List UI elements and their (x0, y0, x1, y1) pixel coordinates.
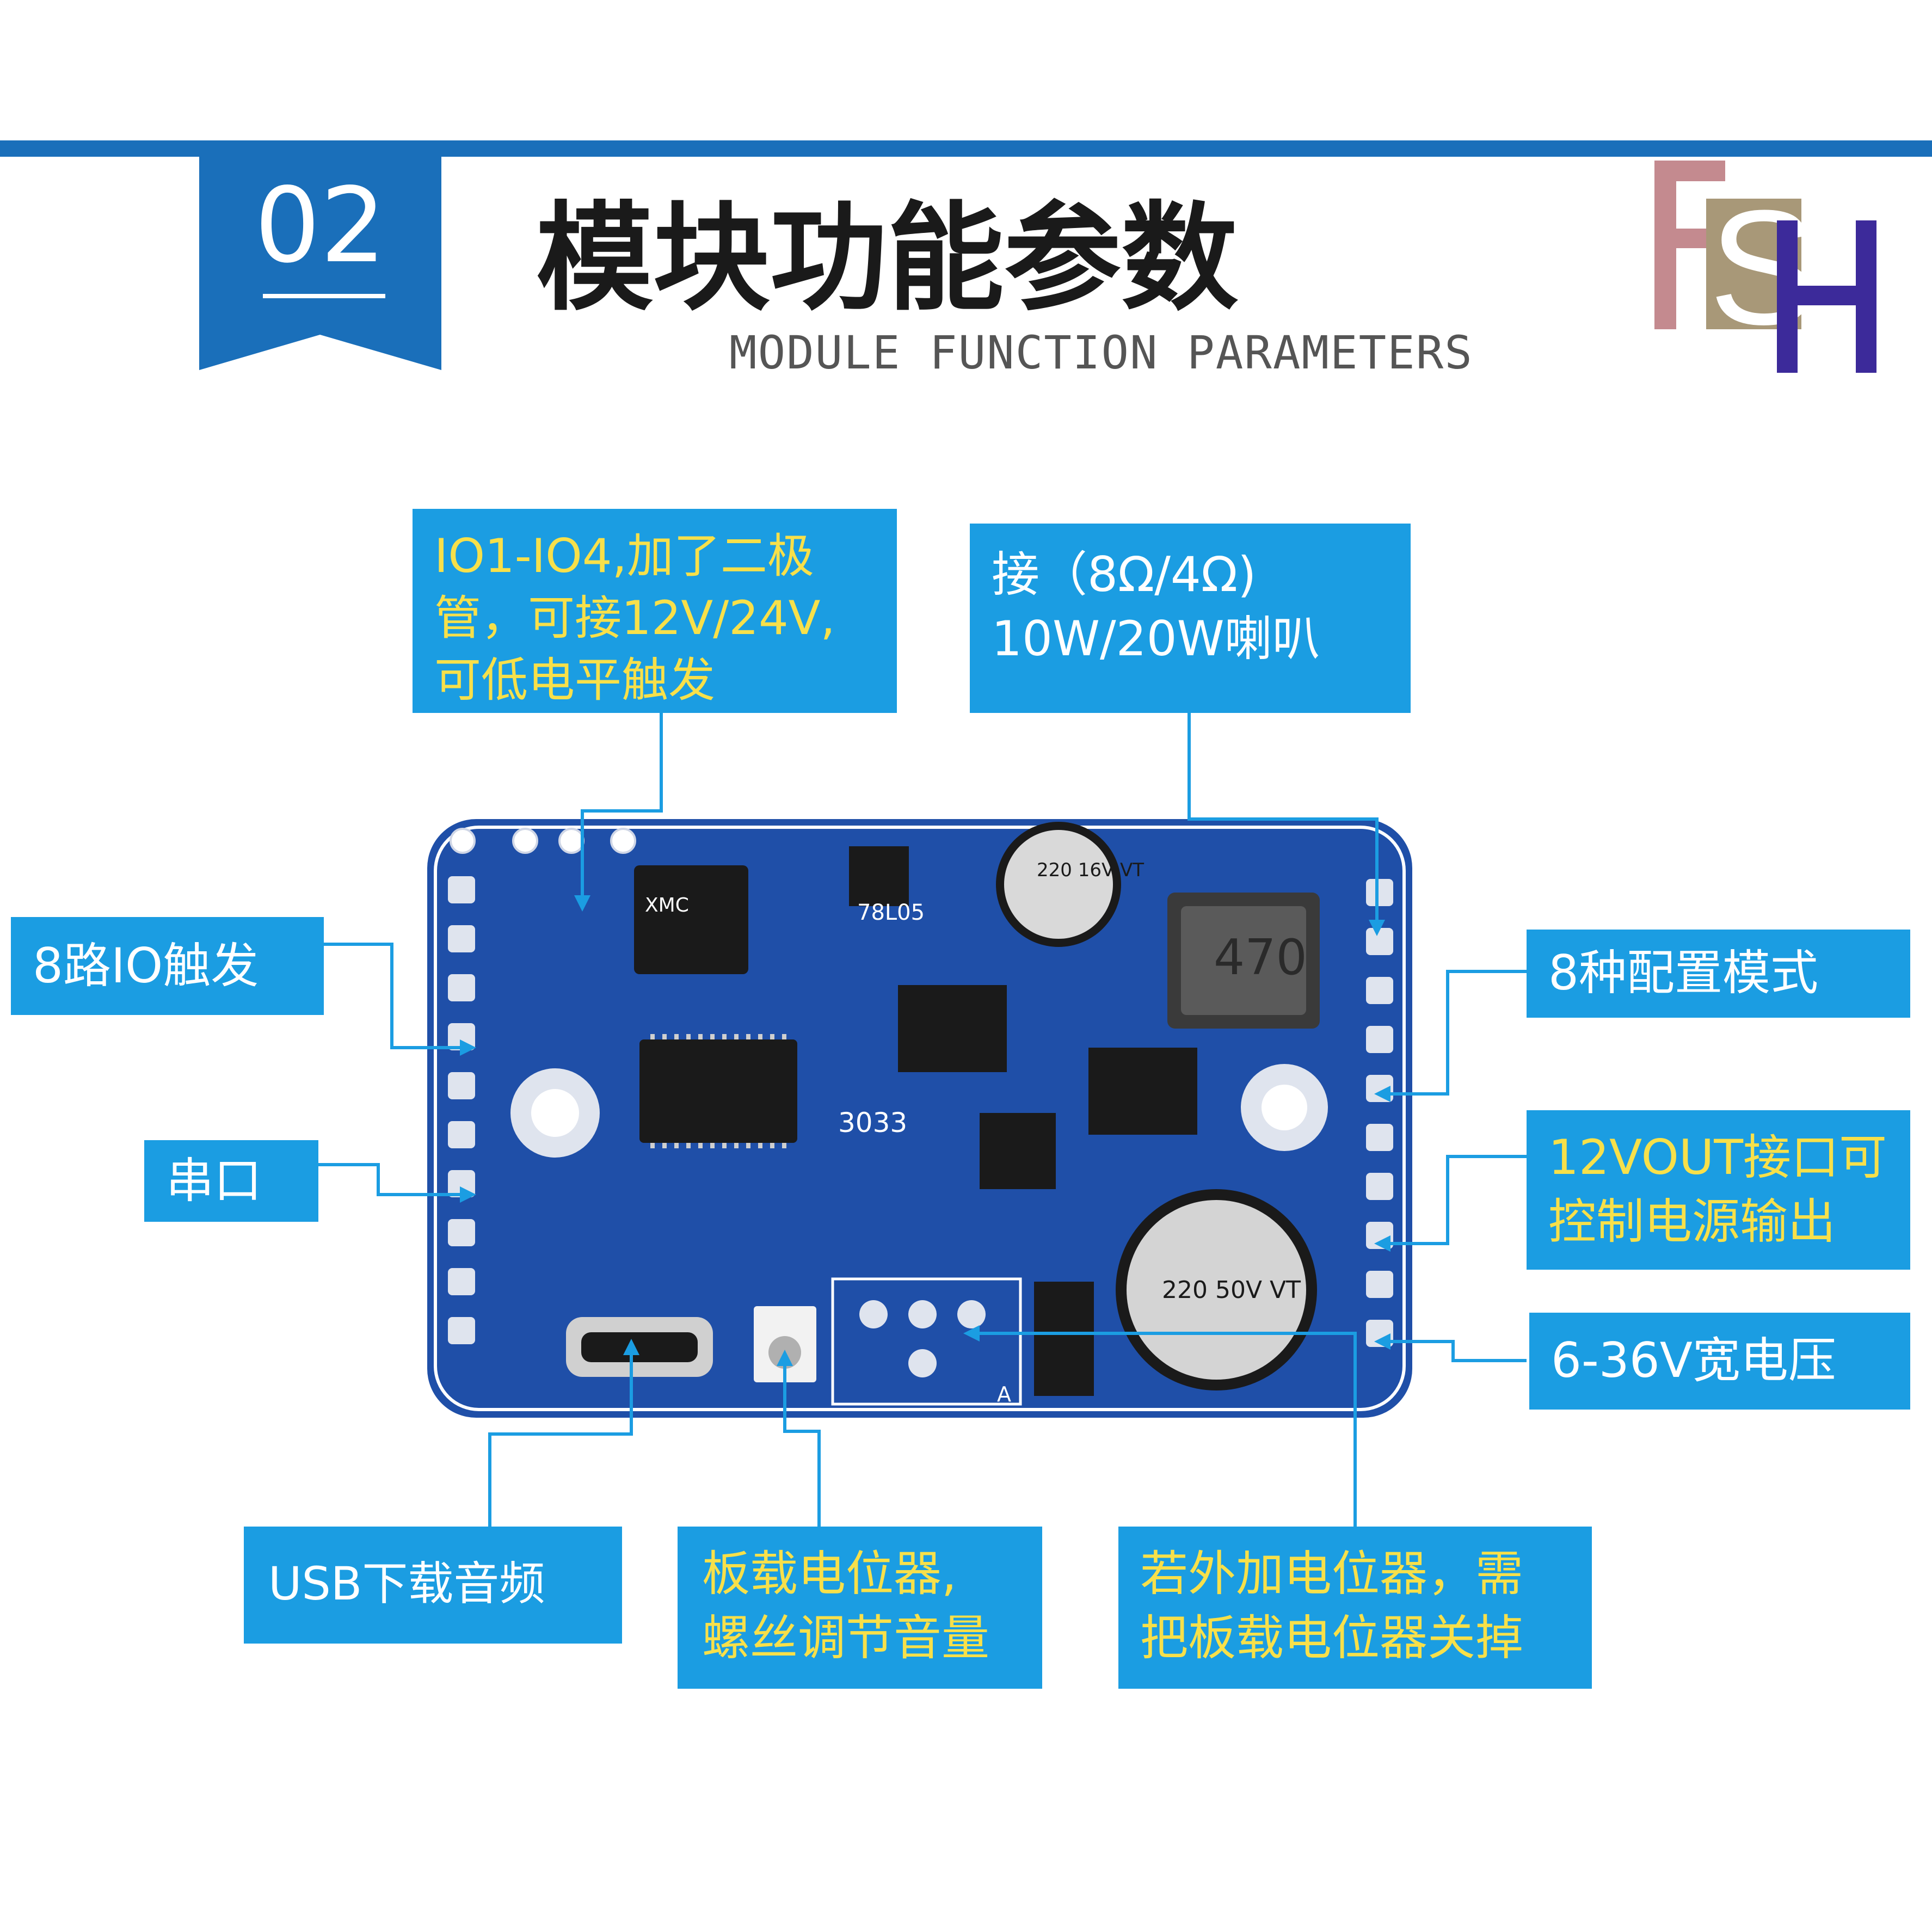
callout-config-modes: 8种配置模式 (1527, 930, 1910, 1018)
callout-io-diode: IO1-IO4,加了二极 管，可接12V/24V, 可低电平触发 (413, 509, 897, 713)
logo-letter-s: S (1709, 176, 1818, 359)
cap-label-large: 220 50V VT (1162, 1276, 1301, 1304)
fsh-logo: S (1654, 161, 1876, 373)
chip-label-78l05: 78L05 (857, 900, 925, 925)
callout-io-trigger: 8路IO触发 (11, 917, 324, 1015)
section-number-underline (263, 294, 385, 298)
callout-vout: 12VOUT接口可 控制电源输出 (1527, 1110, 1910, 1270)
callout-usb: USB下载音频 (244, 1527, 622, 1644)
callout-voltage: 6-36V宽电压 (1529, 1313, 1910, 1410)
chip-label-xmc: XMC (645, 894, 689, 916)
page-subtitle: MODULE FUNCTION PARAMETERS (729, 326, 1473, 379)
callout-serial: 串口 (144, 1140, 318, 1222)
inductor-label: 470 (1214, 929, 1307, 986)
callout-onboard-pot: 板载电位器, 螺丝调节音量 (678, 1527, 1042, 1689)
chip-label-3033: 3033 (838, 1107, 907, 1139)
callout-external-pot: 若外加电位器，需 把板载电位器关掉 (1118, 1527, 1592, 1689)
cap-label-small: 220 16V VT (1037, 859, 1144, 881)
page-title: 模块功能参数 (536, 190, 1238, 327)
section-number: 02 (254, 165, 386, 286)
chip-label-a: A (997, 1382, 1011, 1406)
section-tab (199, 147, 441, 370)
callout-speaker: 接（8Ω/4Ω) 10W/20W喇叭 (970, 524, 1411, 713)
